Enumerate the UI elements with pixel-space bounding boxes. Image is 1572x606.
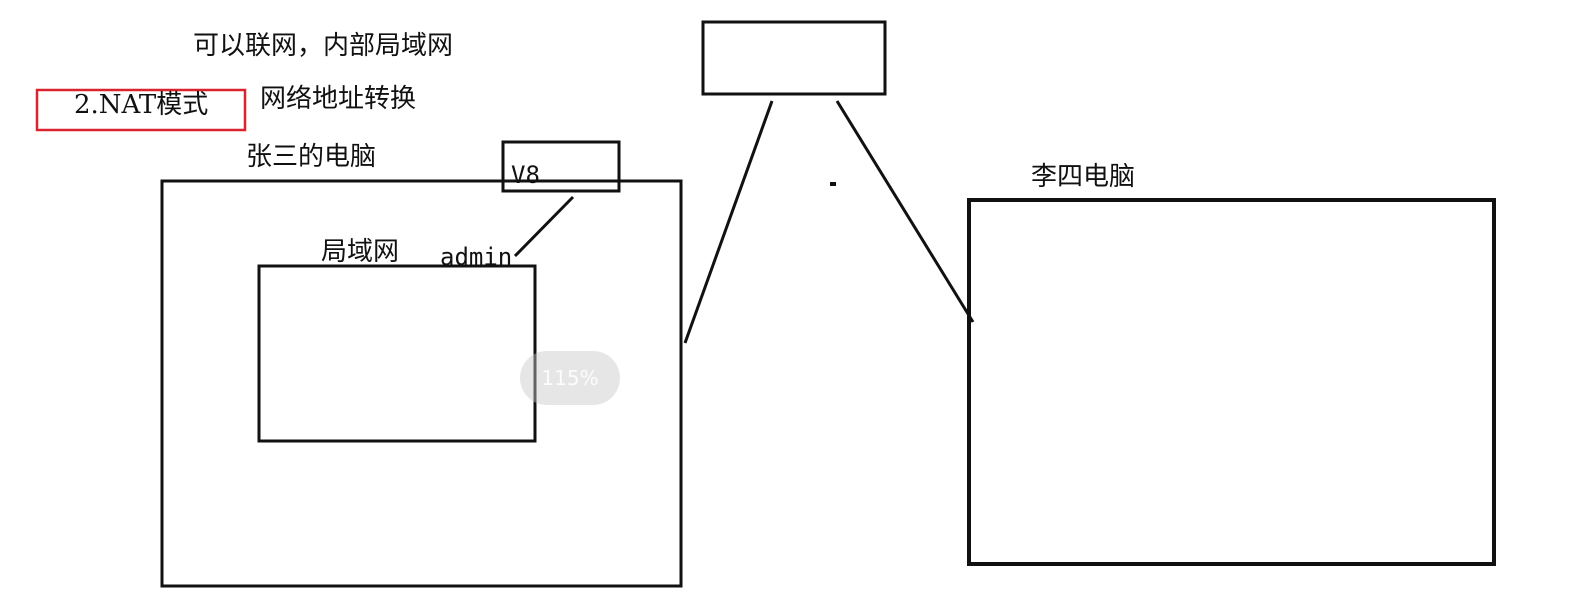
zoom-indicator: 115% [520,351,620,405]
vm-tag-label: V8 [511,161,540,189]
connector-vm-admin [513,195,575,258]
zhangsan-computer-box [160,179,683,588]
mode-highlight-box [35,88,247,132]
mode-label: 2.NAT模式 [74,90,209,120]
connector-router-lisi [835,100,975,323]
lan-label: 局域网 [321,237,400,267]
vm-tag-box [501,140,621,193]
lan-box [257,264,537,443]
router-box [701,20,887,96]
zhangsan-computer-label: 张三的电脑 [246,142,377,172]
admin-label: admin [440,243,513,271]
intro-text: 可以联网，内部局域网 [193,31,454,61]
nat-description: 网络地址转换 [260,84,417,114]
connector-router-zhangsan [683,100,774,344]
lisi-computer-box [967,198,1496,566]
stray-mark [830,182,836,186]
lisi-computer-label: 李四电脑 [1031,162,1136,192]
